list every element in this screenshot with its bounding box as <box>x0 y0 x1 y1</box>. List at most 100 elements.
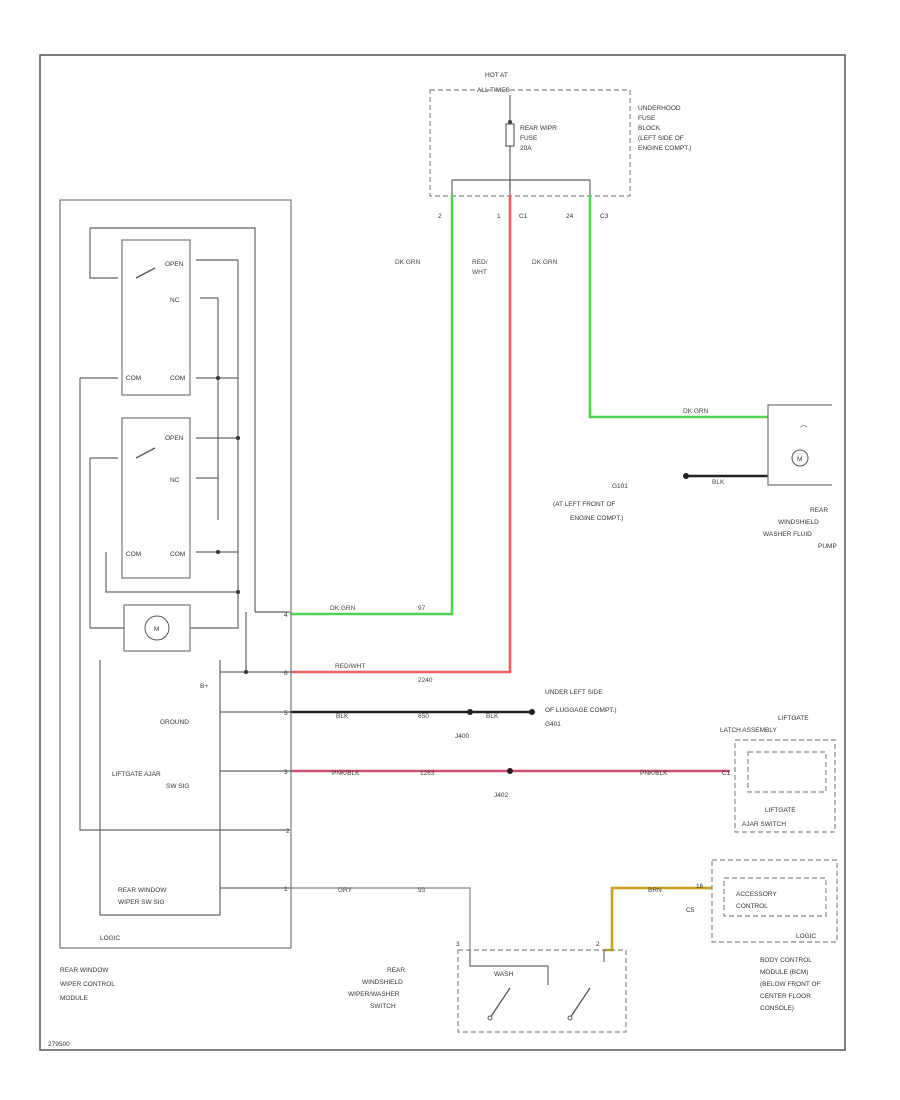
svg-text:BLK: BLK <box>712 479 725 486</box>
wire-brn: BRN <box>604 886 712 952</box>
svg-text:COM: COM <box>170 375 185 382</box>
svg-text:CENTER FLOOR: CENTER FLOOR <box>760 993 811 1000</box>
svg-text:REAR: REAR <box>387 967 405 974</box>
svg-text:WIPER/WASHER: WIPER/WASHER <box>348 991 400 998</box>
svg-text:C5: C5 <box>686 907 695 914</box>
svg-text:5: 5 <box>284 710 288 717</box>
svg-text:BLOCK: BLOCK <box>638 125 661 132</box>
svg-text:1: 1 <box>497 213 501 220</box>
svg-text:FUSE: FUSE <box>520 135 538 142</box>
svg-text:BLK: BLK <box>336 713 349 720</box>
diagram-id: 279500 <box>48 1041 70 1048</box>
svg-text:J402: J402 <box>494 792 508 799</box>
svg-text:LATCH ASSEMBLY: LATCH ASSEMBLY <box>720 727 777 734</box>
svg-text:REAR WIPR: REAR WIPR <box>520 125 557 132</box>
svg-text:REAR WINDOW: REAR WINDOW <box>118 887 167 894</box>
svg-text:MODULE (BCM): MODULE (BCM) <box>760 969 808 976</box>
svg-text:OF LUGGAGE COMPT.): OF LUGGAGE COMPT.) <box>545 707 617 714</box>
svg-text:C1: C1 <box>519 213 528 220</box>
wire-pnk-blk: PNK/BLK 1263 PNK/BLK J402 <box>290 768 730 799</box>
svg-text:6: 6 <box>284 670 288 677</box>
svg-text:2: 2 <box>596 941 600 948</box>
diagram-frame <box>39 54 846 1051</box>
svg-text:LOGIC: LOGIC <box>796 933 817 940</box>
ground-g401: UNDER LEFT SIDE OF LUGGAGE COMPT.) G401 <box>545 689 617 728</box>
svg-text:WINDSHIELD: WINDSHIELD <box>778 519 819 526</box>
svg-text:J400: J400 <box>455 733 469 740</box>
rear-washer-fluid-pump: ⌒ M REAR WINDSHIELD WASHER FLUID PUMP <box>763 404 837 550</box>
svg-text:DK GRN: DK GRN <box>683 408 709 415</box>
svg-text:BODY CONTROL: BODY CONTROL <box>760 957 812 964</box>
svg-text:G101: G101 <box>612 483 628 490</box>
svg-text:NC: NC <box>170 297 180 304</box>
svg-text:BRN: BRN <box>648 887 662 894</box>
wire-blk-ground: BLK 650 BLK J400 <box>290 709 535 740</box>
svg-text:COM: COM <box>126 551 141 558</box>
wire-dk-grn-pump: DK GRN DK GRN <box>532 195 768 419</box>
svg-text:ALL TIMES: ALL TIMES <box>477 87 511 94</box>
svg-text:ACCESSORY: ACCESSORY <box>736 891 777 898</box>
rear-window-wiper-control-module: LOGIC B+ GROUND LIFTGATE AJAR SW SIG REA… <box>59 199 292 1002</box>
svg-text:MODULE: MODULE <box>60 995 88 1002</box>
svg-text:DK GRN: DK GRN <box>532 259 558 266</box>
svg-text:RED/WHT: RED/WHT <box>335 663 365 670</box>
svg-text:16: 16 <box>696 883 704 890</box>
svg-text:C1: C1 <box>722 770 731 777</box>
svg-text:2: 2 <box>438 213 442 220</box>
underhood-fuse-block: HOT AT ALL TIMES UNDERHOOD FUSE BLOCK (L… <box>429 72 691 220</box>
body-control-module: ACCESSORY CONTROL 16 C5 LOGIC BODY CONTR… <box>686 859 838 1012</box>
svg-text:REAR: REAR <box>810 507 828 514</box>
wire-blk-pump-ground: BLK <box>683 473 768 486</box>
svg-text:93: 93 <box>418 887 426 894</box>
svg-text:WINDSHIELD: WINDSHIELD <box>362 979 403 986</box>
svg-text:GROUND: GROUND <box>160 719 189 726</box>
svg-text:CONTROL: CONTROL <box>736 903 768 910</box>
svg-text:DK GRN: DK GRN <box>395 259 421 266</box>
svg-text:UNDERHOOD: UNDERHOOD <box>638 105 681 112</box>
svg-text:OPEN: OPEN <box>165 435 184 442</box>
svg-text:WIPER CONTROL: WIPER CONTROL <box>60 981 115 988</box>
svg-text:1: 1 <box>284 886 288 893</box>
svg-text:SWITCH: SWITCH <box>370 1003 396 1010</box>
svg-text:C3: C3 <box>600 213 609 220</box>
wire-red-wht-module: RED/ WHT RED/WHT 2240 <box>290 195 512 684</box>
svg-text:PNK/BLK: PNK/BLK <box>640 770 668 777</box>
svg-text:OPEN: OPEN <box>165 261 184 268</box>
pump-motor-symbol: M <box>797 456 802 463</box>
svg-text:BLK: BLK <box>486 713 499 720</box>
svg-text:(AT LEFT FRONT OF: (AT LEFT FRONT OF <box>553 501 615 508</box>
svg-text:3: 3 <box>456 941 460 948</box>
svg-text:20A: 20A <box>520 145 532 152</box>
svg-text:UNDER LEFT SIDE: UNDER LEFT SIDE <box>545 689 603 696</box>
svg-text:2240: 2240 <box>418 677 433 684</box>
rear-wiper-fuse: REAR WIPR FUSE 20A <box>505 95 557 190</box>
svg-text:(BELOW FRONT OF: (BELOW FRONT OF <box>760 981 821 988</box>
svg-text:(LEFT SIDE OF: (LEFT SIDE OF <box>638 135 684 142</box>
svg-text:WIPER SW SIG: WIPER SW SIG <box>118 899 165 906</box>
svg-text:G401: G401 <box>545 721 561 728</box>
svg-text:LIFTGATE AJAR: LIFTGATE AJAR <box>112 771 161 778</box>
svg-text:PUMP: PUMP <box>818 543 837 550</box>
svg-text:ENGINE COMPT.): ENGINE COMPT.) <box>570 515 623 522</box>
svg-text:LIFTGATE: LIFTGATE <box>778 715 809 722</box>
svg-text:ENGINE COMPT.): ENGINE COMPT.) <box>638 145 691 152</box>
module-motor-symbol: M <box>154 626 159 633</box>
svg-text:4: 4 <box>284 612 288 619</box>
svg-text:WASHER FLUID: WASHER FLUID <box>763 531 812 538</box>
svg-text:REAR WINDOW: REAR WINDOW <box>60 967 109 974</box>
svg-text:PNK/BLK: PNK/BLK <box>332 770 360 777</box>
liftgate-latch-assembly: LIFTGATE LATCH ASSEMBLY C1 LIFTGATE AJAR… <box>720 715 836 833</box>
wire-dk-grn-module: DK GRN DK GRN 97 <box>290 195 454 616</box>
svg-text:LOGIC: LOGIC <box>100 935 121 942</box>
svg-text:CONSOLE): CONSOLE) <box>760 1005 794 1012</box>
svg-text:⌒: ⌒ <box>800 425 808 434</box>
wire-gry: GRY 93 <box>290 887 471 950</box>
svg-text:2: 2 <box>286 828 290 835</box>
svg-text:SW SIG: SW SIG <box>166 783 189 790</box>
svg-text:1263: 1263 <box>420 770 435 777</box>
svg-text:GRY: GRY <box>338 887 353 894</box>
svg-text:LIFTGATE: LIFTGATE <box>765 807 796 814</box>
svg-text:HOT AT: HOT AT <box>485 72 508 79</box>
svg-text:COM: COM <box>126 375 141 382</box>
